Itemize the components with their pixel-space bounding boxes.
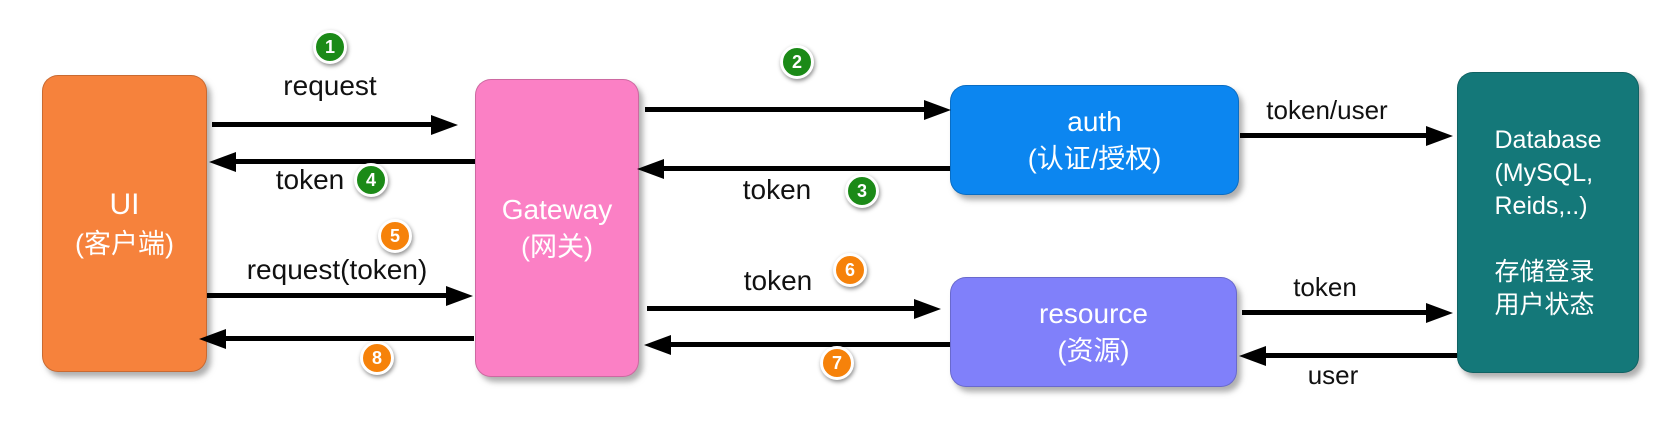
arrow-token-auth-to-gateway (664, 166, 950, 171)
step-badge-3: 3 (845, 174, 879, 208)
edge-label-user: user (1307, 360, 1359, 390)
database-line-mysql: (MySQL, (1494, 158, 1594, 187)
edge-label-token-auth: token (742, 174, 812, 205)
arrow-gateway-to-auth (645, 107, 924, 112)
gateway-node: Gateway (网关) (475, 79, 639, 377)
ui-node: UI (客户端) (42, 75, 207, 372)
arrow-user-database-to-resource (1266, 353, 1457, 358)
resource-node-title: resource (1039, 297, 1148, 329)
edge-label-token-database: token (1293, 272, 1357, 302)
gateway-node-subtitle: (网关) (521, 231, 593, 262)
arrow-token-user-auth-to-database (1240, 133, 1426, 138)
step-badge-4: 4 (354, 163, 388, 197)
ui-node-title: UI (109, 188, 140, 222)
arrow-request-token-ui-to-gateway (207, 293, 446, 298)
edge-label-request-token: request(token) (246, 254, 428, 285)
edge-label-request: request (283, 70, 377, 101)
resource-node: resource (资源) (950, 277, 1237, 387)
auth-node: auth (认证/授权) (950, 85, 1239, 195)
database-title: Database (1494, 125, 1602, 154)
step-badge-1: 1 (313, 30, 347, 64)
arrow-token-resource-to-database (1242, 310, 1426, 315)
gateway-node-title: Gateway (501, 193, 613, 225)
database-note-line-2: 用户状态 (1494, 290, 1595, 319)
edge-label-token-gateway: token (275, 164, 345, 195)
database-note-line-1: 存储登录 (1494, 257, 1595, 286)
database-text-gap (1494, 223, 1601, 256)
arrow-token-gateway-to-resource (647, 306, 914, 311)
arrow-resource-to-gateway (671, 342, 950, 347)
auth-node-subtitle: (认证/授权) (1027, 143, 1162, 174)
step-badge-8: 8 (360, 341, 394, 375)
step-badge-2: 2 (780, 45, 814, 79)
auth-node-title: auth (1067, 105, 1122, 137)
step-badge-5: 5 (378, 219, 412, 253)
resource-node-subtitle: (资源) (1057, 335, 1130, 366)
step-badge-7: 7 (820, 346, 854, 380)
arrow-token-gateway-to-ui (236, 159, 475, 164)
arrow-gateway-to-ui (226, 336, 474, 341)
arrow-request-ui-to-gateway (212, 122, 431, 127)
ui-node-subtitle: (客户端) (75, 228, 174, 259)
edge-label-token-user: token/user (1266, 95, 1388, 125)
database-node: Database (MySQL, Reids,..) 存储登录 用户状态 (1457, 72, 1639, 373)
database-node-text: Database (MySQL, Reids,..) 存储登录 用户状态 (1494, 124, 1601, 322)
step-badge-6: 6 (833, 253, 867, 287)
database-line-redis: Reids,..) (1494, 191, 1588, 220)
edge-label-token-resource: token (743, 265, 813, 296)
